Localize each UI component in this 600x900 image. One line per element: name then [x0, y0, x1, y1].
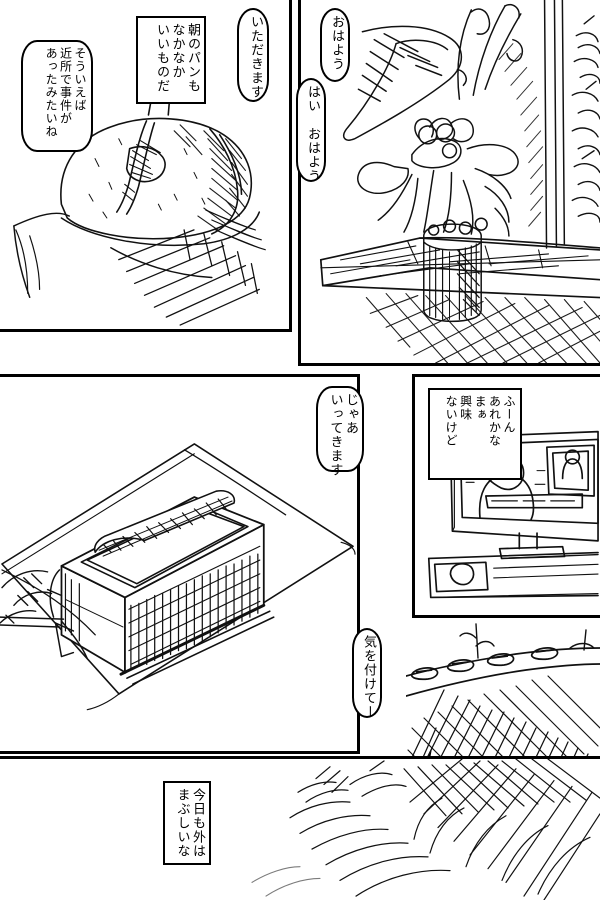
- balloon-morning-bread: 朝のパンも なかなか いいものだ: [136, 16, 206, 104]
- bright-street-art: [251, 759, 600, 900]
- balloon-line: ないけど: [444, 395, 459, 447]
- balloon-line: いいものだ: [153, 23, 169, 93]
- balloon-line: 近所で事件が: [58, 47, 73, 125]
- balloon-itadakimasu: いただきます: [237, 8, 269, 102]
- balloon-line: ふーん: [502, 395, 516, 434]
- panel-middle-left: [0, 374, 360, 754]
- balloon-line: そういえば: [73, 47, 87, 112]
- panel-bottom: [0, 756, 600, 900]
- balloon-line: いってきます: [327, 393, 343, 477]
- balloon-line: 興味: [458, 395, 473, 421]
- balloon-line: 朝のパンも: [185, 23, 200, 93]
- balloon-line: いただきます: [248, 15, 263, 99]
- balloon-ohayou: おはよう: [320, 8, 350, 82]
- balloon-kyou-mo-soto-wa: 今日も外は まぶしいな: [163, 781, 211, 865]
- balloon-ki-wo-tsukete: 気を付けてー: [352, 628, 382, 719]
- potted-plant-art: [319, 0, 600, 363]
- bread-loaf-art: [13, 90, 266, 326]
- balloon-fuun-arekana: ふーん あれかな まぁ 興味 ないけど: [428, 388, 522, 480]
- balloon-line: あったみたいね: [44, 47, 59, 138]
- balloon-hai-ohayou: はい おはよう: [296, 78, 326, 183]
- balloon-line: はい おはよう: [305, 85, 320, 183]
- balloon-line: あれかな: [487, 395, 502, 447]
- balloon-line: なかなか: [169, 23, 185, 79]
- balloon-line: 気を付けてー: [361, 635, 376, 719]
- balloon-line: おはよう: [329, 15, 344, 71]
- balloon-jaa-ittekimasu: じゃあ いってきます: [316, 386, 364, 477]
- balloon-line: まぁ: [473, 395, 488, 421]
- balloon-line: 今日も外は: [190, 788, 205, 858]
- balloon-incident-nearby: そういえば 近所で事件が あったみたいね: [21, 40, 93, 152]
- toaster-art: [0, 443, 356, 711]
- balloon-line: じゃあ: [343, 393, 358, 435]
- balloon-line: まぶしいな: [174, 788, 190, 858]
